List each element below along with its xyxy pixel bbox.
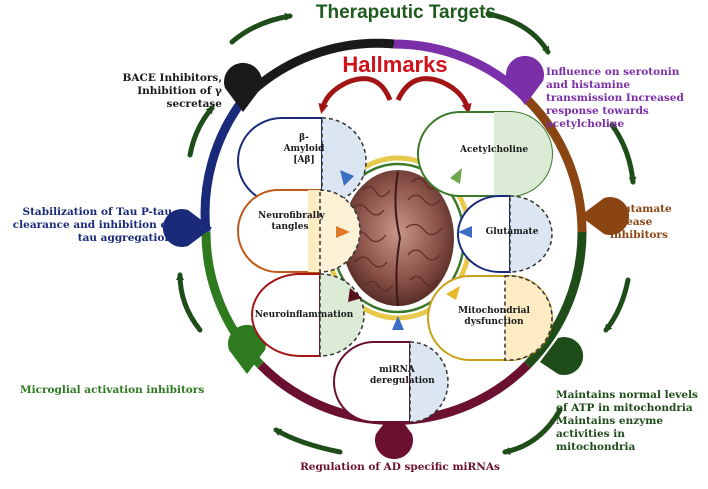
- cycle-arrow-top-left: [229, 12, 293, 45]
- ring-nodes: [162, 55, 630, 460]
- pointer-neuroinflammation: [348, 288, 362, 302]
- cycle-arrow-bottom-right: [502, 407, 563, 455]
- node-purple: [506, 55, 544, 105]
- cell-mitochondrial: [427, 275, 553, 361]
- target-tau-label: Stabilization of Tau P-tau clearance and…: [12, 206, 172, 244]
- cycle-arrow-left-upper: [187, 105, 215, 158]
- hallmark-amyloid-label: β-Amyloid [Aβ]: [283, 133, 325, 165]
- hallmark-arrow-right: [395, 76, 472, 114]
- cycle-arrow-bottom-left: [273, 427, 343, 455]
- hallmark-acetylcholine-label: Acetylcholine: [460, 145, 529, 155]
- node-darkgreen: [540, 336, 584, 376]
- pointer-mitochondrial: [446, 286, 460, 300]
- cell-glutamate: [457, 195, 553, 273]
- ring-segment-darkgreen: [524, 231, 587, 369]
- pointer-neurofibrillary: [336, 226, 350, 238]
- target-mirnas-label: Regulation of AD specific miRNAs: [300, 461, 500, 473]
- cycle-arrow-top-right: [485, 11, 551, 55]
- node-black: [224, 62, 262, 112]
- node-navy: [162, 208, 212, 247]
- hallmark-neuroinflammation-label: Neuroinflammation: [254, 310, 354, 320]
- node-maroon: [374, 410, 413, 460]
- cycle-arrow-left-lower: [176, 272, 203, 333]
- target-bace-label: BACE Inhibitors, Inhibition of γ secreta…: [122, 72, 223, 110]
- node-green: [228, 324, 266, 374]
- center-title: Hallmarks: [342, 52, 448, 77]
- hallmark-neurofibrillary-label: Neurofibrally tangles: [258, 211, 325, 232]
- cell-amyloid: [237, 117, 367, 205]
- hallmarks-arrows: [318, 76, 472, 114]
- cell-mirna: [333, 341, 449, 423]
- hallmark-cells: [237, 111, 553, 423]
- ring-segment-navy: [200, 96, 247, 233]
- pointer-triangles: [336, 168, 472, 330]
- ring-segment-brown: [524, 96, 587, 233]
- node-brown: [580, 197, 630, 236]
- pointer-amyloid: [340, 170, 354, 186]
- cycle-arrow-right-upper: [609, 122, 637, 185]
- hallmark-mitochondrial-label: Mitochondrial dysfunction: [458, 306, 530, 327]
- target-serotonin-label: Influence on serotonin and histamine tra…: [546, 66, 684, 130]
- outer-cycle-arrows: [176, 11, 637, 455]
- target-atp-label: Maintains normal levels of ATP in mitoch…: [556, 389, 698, 453]
- target-microglial-label: Microglial activation inhibitors: [20, 384, 205, 396]
- hallmark-arrow-left: [318, 76, 393, 114]
- hallmark-mirna-label: miRNA deregulation: [370, 365, 435, 386]
- pointer-glutamate: [458, 226, 472, 238]
- pointer-acetylcholine: [450, 168, 462, 184]
- hallmark-glutamate-label: Glutamate: [485, 227, 539, 237]
- diagram-title: Therapeutic Targets: [315, 2, 497, 23]
- target-glutamate-release-label: Glutamate release inhibitors: [610, 203, 672, 241]
- brain-image: [342, 170, 454, 307]
- pointer-mirna: [392, 316, 404, 330]
- cycle-arrow-right-lower: [603, 277, 631, 333]
